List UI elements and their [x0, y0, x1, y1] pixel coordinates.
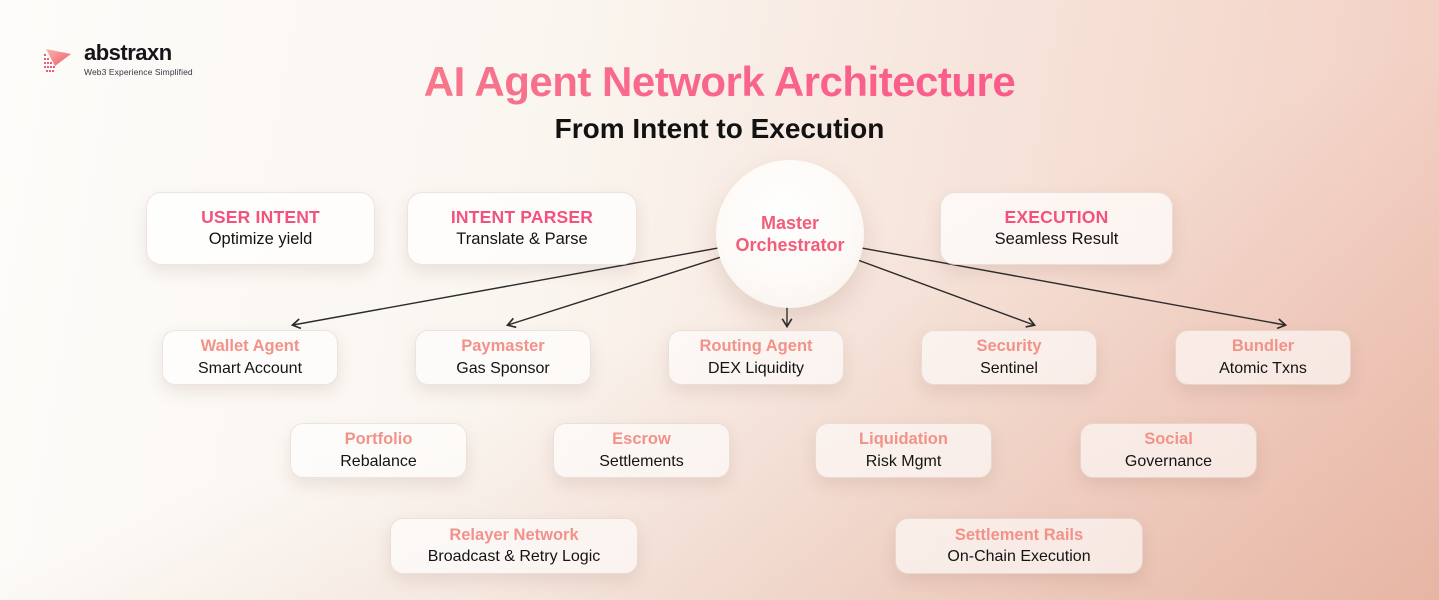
node-title: Routing Agent	[699, 337, 813, 356]
node-settlement-rails: Settlement Rails On-Chain Execution	[895, 518, 1143, 574]
node-escrow: Escrow Settlements	[553, 423, 730, 478]
node-execution: EXECUTION Seamless Result	[940, 192, 1173, 265]
brand-tagline: Web3 Experience Simplified	[84, 67, 193, 77]
node-subtitle: Atomic Txns	[1219, 359, 1307, 377]
node-subtitle: Governance	[1124, 452, 1213, 470]
node-portfolio: Portfolio Rebalance	[290, 423, 467, 478]
node-social: Social Governance	[1080, 423, 1257, 478]
node-title: Relayer Network	[449, 525, 579, 544]
arrow-to-wallet-agent	[290, 234, 791, 330]
arrow-to-bundler	[789, 234, 1288, 330]
node-liquidation: Liquidation Risk Mgmt	[815, 423, 992, 478]
node-title: Portfolio	[344, 430, 413, 449]
node-paymaster: Paymaster Gas Sponsor	[415, 330, 591, 385]
node-subtitle: Settlements	[599, 452, 684, 470]
node-subtitle: Rebalance	[340, 452, 417, 470]
page-title: AI Agent Network Architecture	[0, 58, 1439, 106]
node-security: Security Sentinel	[921, 330, 1097, 385]
node-title: Master Orchestrator	[735, 212, 845, 256]
node-relayer-network: Relayer Network Broadcast & Retry Logic	[390, 518, 638, 574]
node-master-orchestrator: Master Orchestrator	[716, 160, 864, 308]
brand-name: abstraxn	[84, 40, 172, 65]
node-subtitle: Optimize yield	[208, 230, 313, 249]
node-intent-parser: INTENT PARSER Translate & Parse	[407, 192, 637, 265]
node-subtitle: On-Chain Execution	[947, 548, 1091, 566]
node-title: Bundler	[1231, 337, 1295, 356]
abstraxn-logo-icon	[38, 42, 76, 85]
node-title: Security	[976, 337, 1042, 356]
node-title: Social	[1144, 430, 1193, 449]
node-title: Settlement Rails	[954, 525, 1084, 544]
node-routing-agent: Routing Agent DEX Liquidity	[668, 330, 844, 385]
node-subtitle: Broadcast & Retry Logic	[427, 548, 601, 566]
node-subtitle: Seamless Result	[994, 230, 1119, 249]
node-user-intent: USER INTENT Optimize yield	[146, 192, 375, 265]
node-title: Paymaster	[461, 337, 545, 356]
node-title: INTENT PARSER	[450, 207, 594, 228]
page-subtitle: From Intent to Execution	[554, 113, 885, 144]
node-title: EXECUTION	[1004, 207, 1109, 228]
node-title: Liquidation	[859, 430, 948, 449]
node-wallet-agent: Wallet Agent Smart Account	[162, 330, 338, 385]
node-subtitle: DEX Liquidity	[707, 359, 805, 377]
node-subtitle: Smart Account	[197, 359, 303, 377]
node-subtitle: Gas Sponsor	[456, 359, 550, 377]
node-title: USER INTENT	[201, 207, 320, 228]
node-title: Wallet Agent	[200, 337, 300, 356]
abstraxn-logo: abstraxn Web3 Experience Simplified	[38, 42, 193, 85]
node-bundler: Bundler Atomic Txns	[1175, 330, 1351, 385]
node-subtitle: Sentinel	[980, 359, 1038, 377]
node-subtitle: Translate & Parse	[456, 230, 588, 249]
node-subtitle: Risk Mgmt	[865, 452, 942, 470]
node-title: Escrow	[612, 430, 671, 449]
